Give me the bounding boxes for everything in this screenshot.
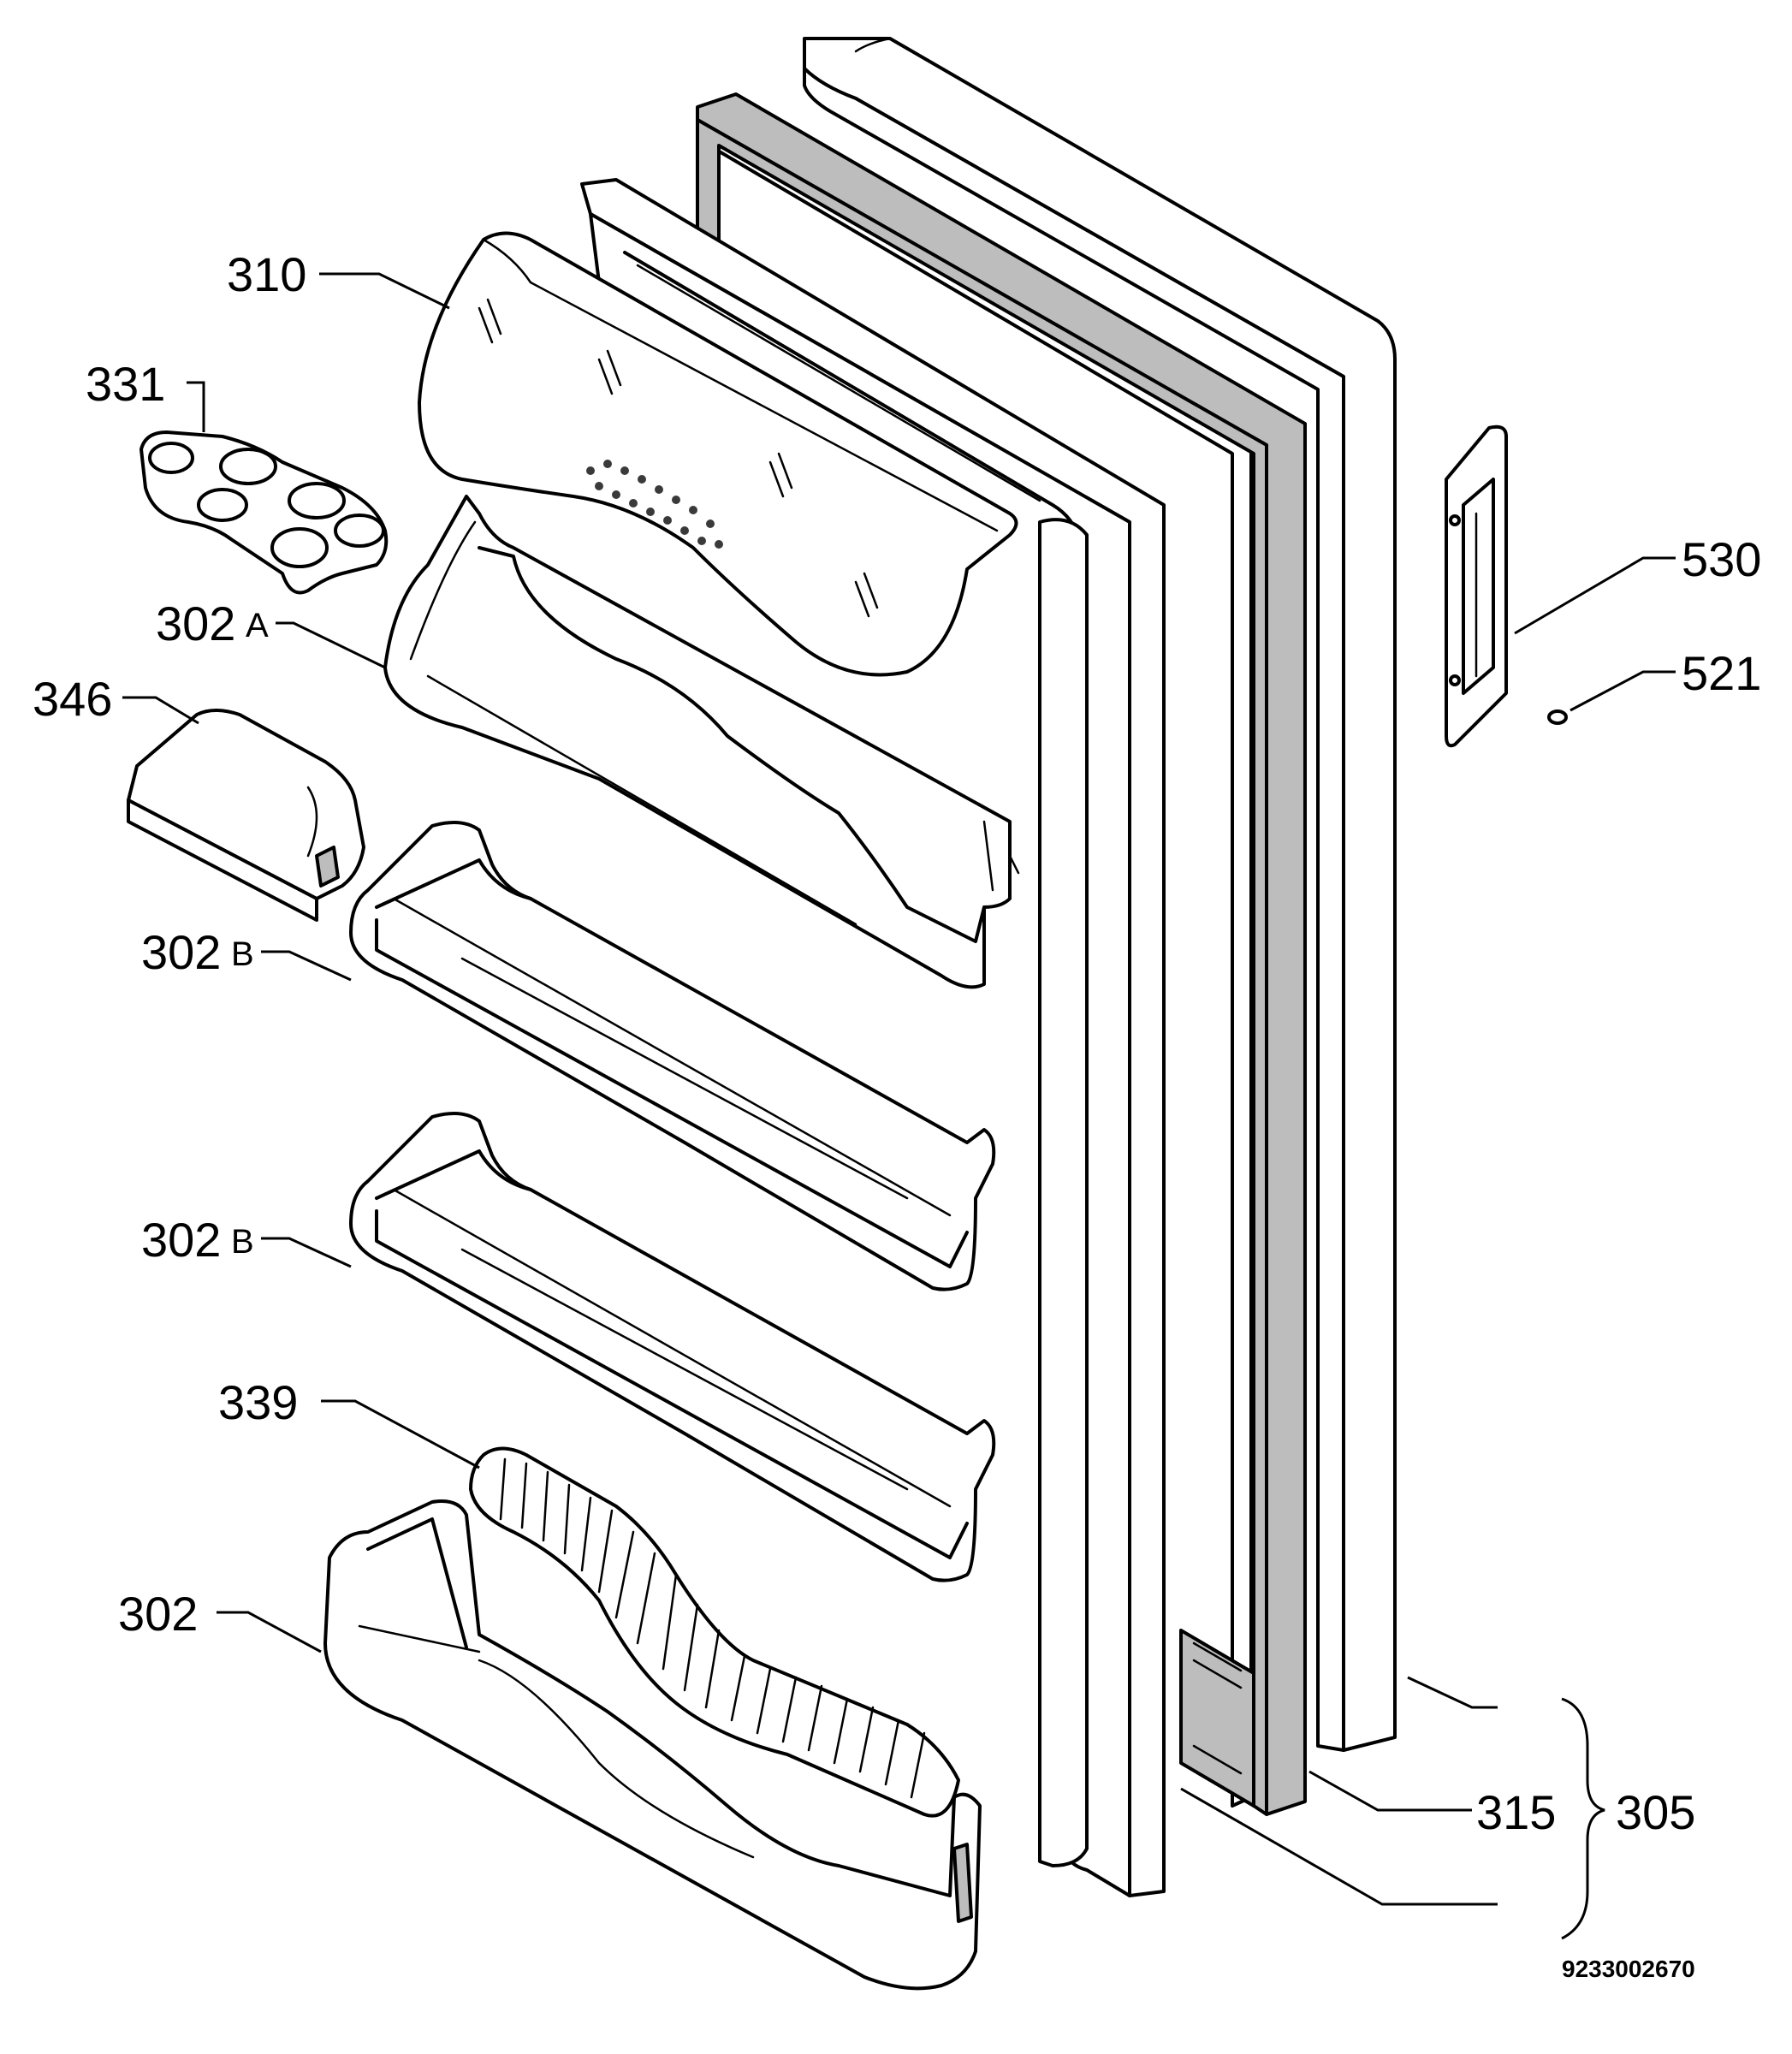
part-331-egg-tray (139, 430, 389, 595)
part-521-screw (1547, 709, 1568, 725)
label-521: 521 (1682, 646, 1761, 700)
label-310: 310 (227, 247, 306, 301)
label-315: 315 (1476, 1785, 1556, 1839)
label-302b-lower-number: 302 (141, 1213, 221, 1267)
outer-door-panel (803, 37, 1397, 1752)
callout-labels: 310 331 302 A 346 302 B 302 B 339 302 53… (33, 247, 1761, 1982)
leader-lines (122, 272, 1676, 1940)
part-302a-door-bin (383, 495, 1020, 989)
part-302b-lower-bin (349, 1112, 996, 1582)
part-530-hinge-cover (1445, 424, 1508, 748)
label-302b-upper-number: 302 (141, 925, 221, 979)
label-302b-lower-suffix: B (231, 1223, 254, 1261)
label-305: 305 (1616, 1785, 1695, 1839)
label-339: 339 (218, 1375, 298, 1429)
label-346: 346 (33, 672, 112, 726)
part-339-bottle-retainer (469, 1446, 960, 1818)
part-302b-upper-bin (349, 821, 996, 1291)
label-302a-suffix: A (246, 607, 269, 644)
part-346-butter-dish (127, 709, 365, 922)
label-530: 530 (1682, 532, 1761, 586)
label-302: 302 (118, 1587, 198, 1641)
drawing-code: 9233002670 (1562, 1956, 1695, 1982)
label-302a-number: 302 (156, 597, 235, 650)
label-302b-upper-suffix: B (231, 935, 254, 973)
label-331: 331 (86, 357, 165, 411)
part-310-dairy-cover (418, 231, 1018, 677)
part-302-bottom-bin (323, 1499, 982, 1991)
